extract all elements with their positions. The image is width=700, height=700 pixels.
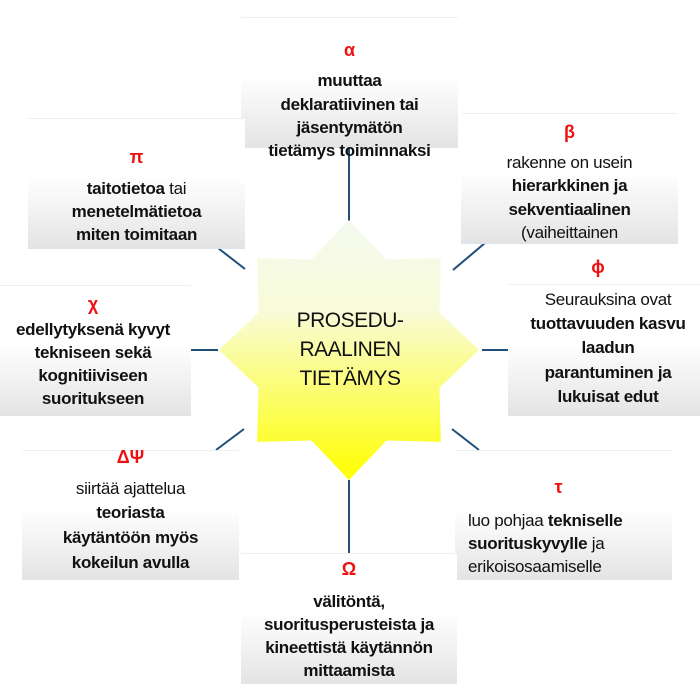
text: ja	[587, 534, 605, 553]
bold-text: deklaratiivinen tai	[280, 95, 419, 114]
bold-text: taitotietoa	[86, 179, 165, 198]
bold-text: menetelmätietoa	[71, 202, 202, 221]
box-text-line: tuottavuuden kasvu	[508, 313, 700, 335]
box-text-line: käytäntöön myös	[22, 527, 239, 549]
symbol-omega: Ω	[341, 559, 357, 579]
box-text-line: sekventiaalinen	[461, 199, 678, 221]
box-text-line: menetelmätietoa	[28, 201, 245, 223]
bold-text: laadun	[581, 338, 635, 357]
center-title-line: TIETÄMYS	[299, 367, 401, 390]
symbol-alpha: α	[343, 40, 356, 60]
symbol-chi: χ	[87, 294, 99, 314]
box-text-line: Seurauksina ovat	[508, 289, 700, 311]
connector-pi	[217, 247, 246, 270]
box-text-line: parantuminen ja	[508, 362, 700, 384]
bold-text: miten toimitaan	[75, 225, 198, 244]
bold-text: hierarkkinen ja	[511, 176, 628, 195]
box-text-line: lukuisat edut	[508, 386, 700, 408]
box-text-line: suoritukseen	[0, 388, 191, 410]
text: siirtää ajattelua	[75, 479, 186, 498]
bold-text: tekniselle	[547, 511, 623, 530]
bold-text: muuttaa	[317, 71, 382, 90]
symbol-delta-psi: ΔΨ	[116, 447, 145, 467]
box-text-line: kognitiiviseen	[0, 365, 191, 387]
box-text-line: suoritusperusteista ja	[241, 614, 457, 636]
text: rakenne on usein	[506, 153, 633, 172]
center-star	[219, 220, 479, 480]
box-text-line: teoriasta	[22, 502, 239, 524]
symbol-pi: π	[129, 147, 144, 167]
bold-text: suorituskyvylle	[468, 534, 588, 553]
bold-text: teoriasta	[96, 503, 165, 522]
bold-text: jäsentymätön	[296, 118, 403, 137]
bold-text: parantuminen ja	[544, 363, 672, 382]
symbol-tau: τ	[554, 477, 563, 497]
box-beta: β rakenne on usein hierarkkinen ja sekventi…	[461, 113, 678, 244]
bold-text: mittaamista	[303, 661, 395, 680]
box-text-line: hierarkkinen ja	[461, 175, 678, 197]
center-title: PROSEDU- RAALINEN TIETÄMYS	[260, 306, 440, 393]
text: erikoisosaamiselle	[468, 557, 602, 576]
bold-text: tekniseen sekä	[34, 343, 152, 362]
box-chi: χ edellytyksenä kyvyt tekniseen sekä kognit…	[0, 285, 191, 416]
bold-text: lukuisat edut	[557, 387, 659, 406]
box-text-line: kokeilun avulla	[22, 552, 239, 574]
symbol-beta: β	[564, 122, 575, 142]
box-text-line: jäsentymätön	[241, 117, 458, 139]
box-text-line: tietämys toiminnaksi	[241, 140, 458, 162]
box-text-line: rakenne on usein	[461, 152, 678, 174]
box-text-line: (vaiheittainen	[461, 222, 678, 244]
connector-tau	[451, 428, 480, 451]
text: Seurauksina ovat	[544, 290, 672, 309]
connector-beta	[452, 242, 486, 271]
box-text-line: mittaamista	[241, 660, 457, 682]
box-text-line: suorituskyvylle ja	[468, 533, 672, 555]
bold-text: tietämys toiminnaksi	[268, 141, 431, 160]
text: tai	[164, 179, 187, 198]
center-title-line: PROSEDU-	[296, 309, 404, 332]
box-text-line: edellytyksenä kyvyt	[0, 319, 191, 341]
bold-text: käytäntöön myös	[62, 528, 199, 547]
bold-text: välitöntä,	[313, 592, 385, 611]
box-text-line: kineettistä käytännön	[241, 637, 457, 659]
bold-text: kokeilun avulla	[71, 553, 190, 572]
bold-text: kognitiiviseen	[38, 366, 148, 385]
box-text-line: muuttaa	[241, 70, 458, 92]
box-text-line: taitotietoa tai	[28, 178, 245, 200]
box-text-line: erikoisosaamiselle	[468, 556, 672, 578]
box-text-line: miten toimitaan	[28, 224, 245, 246]
bold-text: tuottavuuden kasvu	[530, 314, 686, 333]
symbol-phi: ϕ	[591, 257, 605, 277]
bold-text: sekventiaalinen	[508, 200, 631, 219]
box-delta-psi: ΔΨ siirtää ajattelua teoriasta käytäntöön m…	[22, 447, 239, 580]
text: (vaiheittainen	[521, 223, 618, 242]
box-pi: π taitotietoa tai menetelmätietoa miten toi…	[28, 118, 245, 249]
box-text-line: välitöntä,	[241, 591, 457, 613]
bold-text: suoritusperusteista ja	[263, 615, 435, 634]
box-text-line: siirtää ajattelua	[22, 478, 239, 500]
box-text-line: deklaratiivinen tai	[241, 94, 458, 116]
box-text-line: tekniseen sekä	[0, 342, 191, 364]
box-text-line: laadun	[508, 337, 700, 359]
box-alpha: α muuttaa deklaratiivinen tai jäsentymätön t…	[241, 17, 458, 160]
box-text-line: luo pohjaa tekniselle	[468, 510, 672, 532]
center-title-line: RAALINEN	[299, 338, 401, 361]
connector-delta-psi	[215, 428, 245, 451]
text: luo pohjaa	[468, 511, 548, 530]
bold-text: edellytyksenä kyvyt	[15, 320, 170, 339]
bold-text: suoritukseen	[41, 389, 145, 408]
bold-text: kineettistä käytännön	[265, 638, 433, 657]
